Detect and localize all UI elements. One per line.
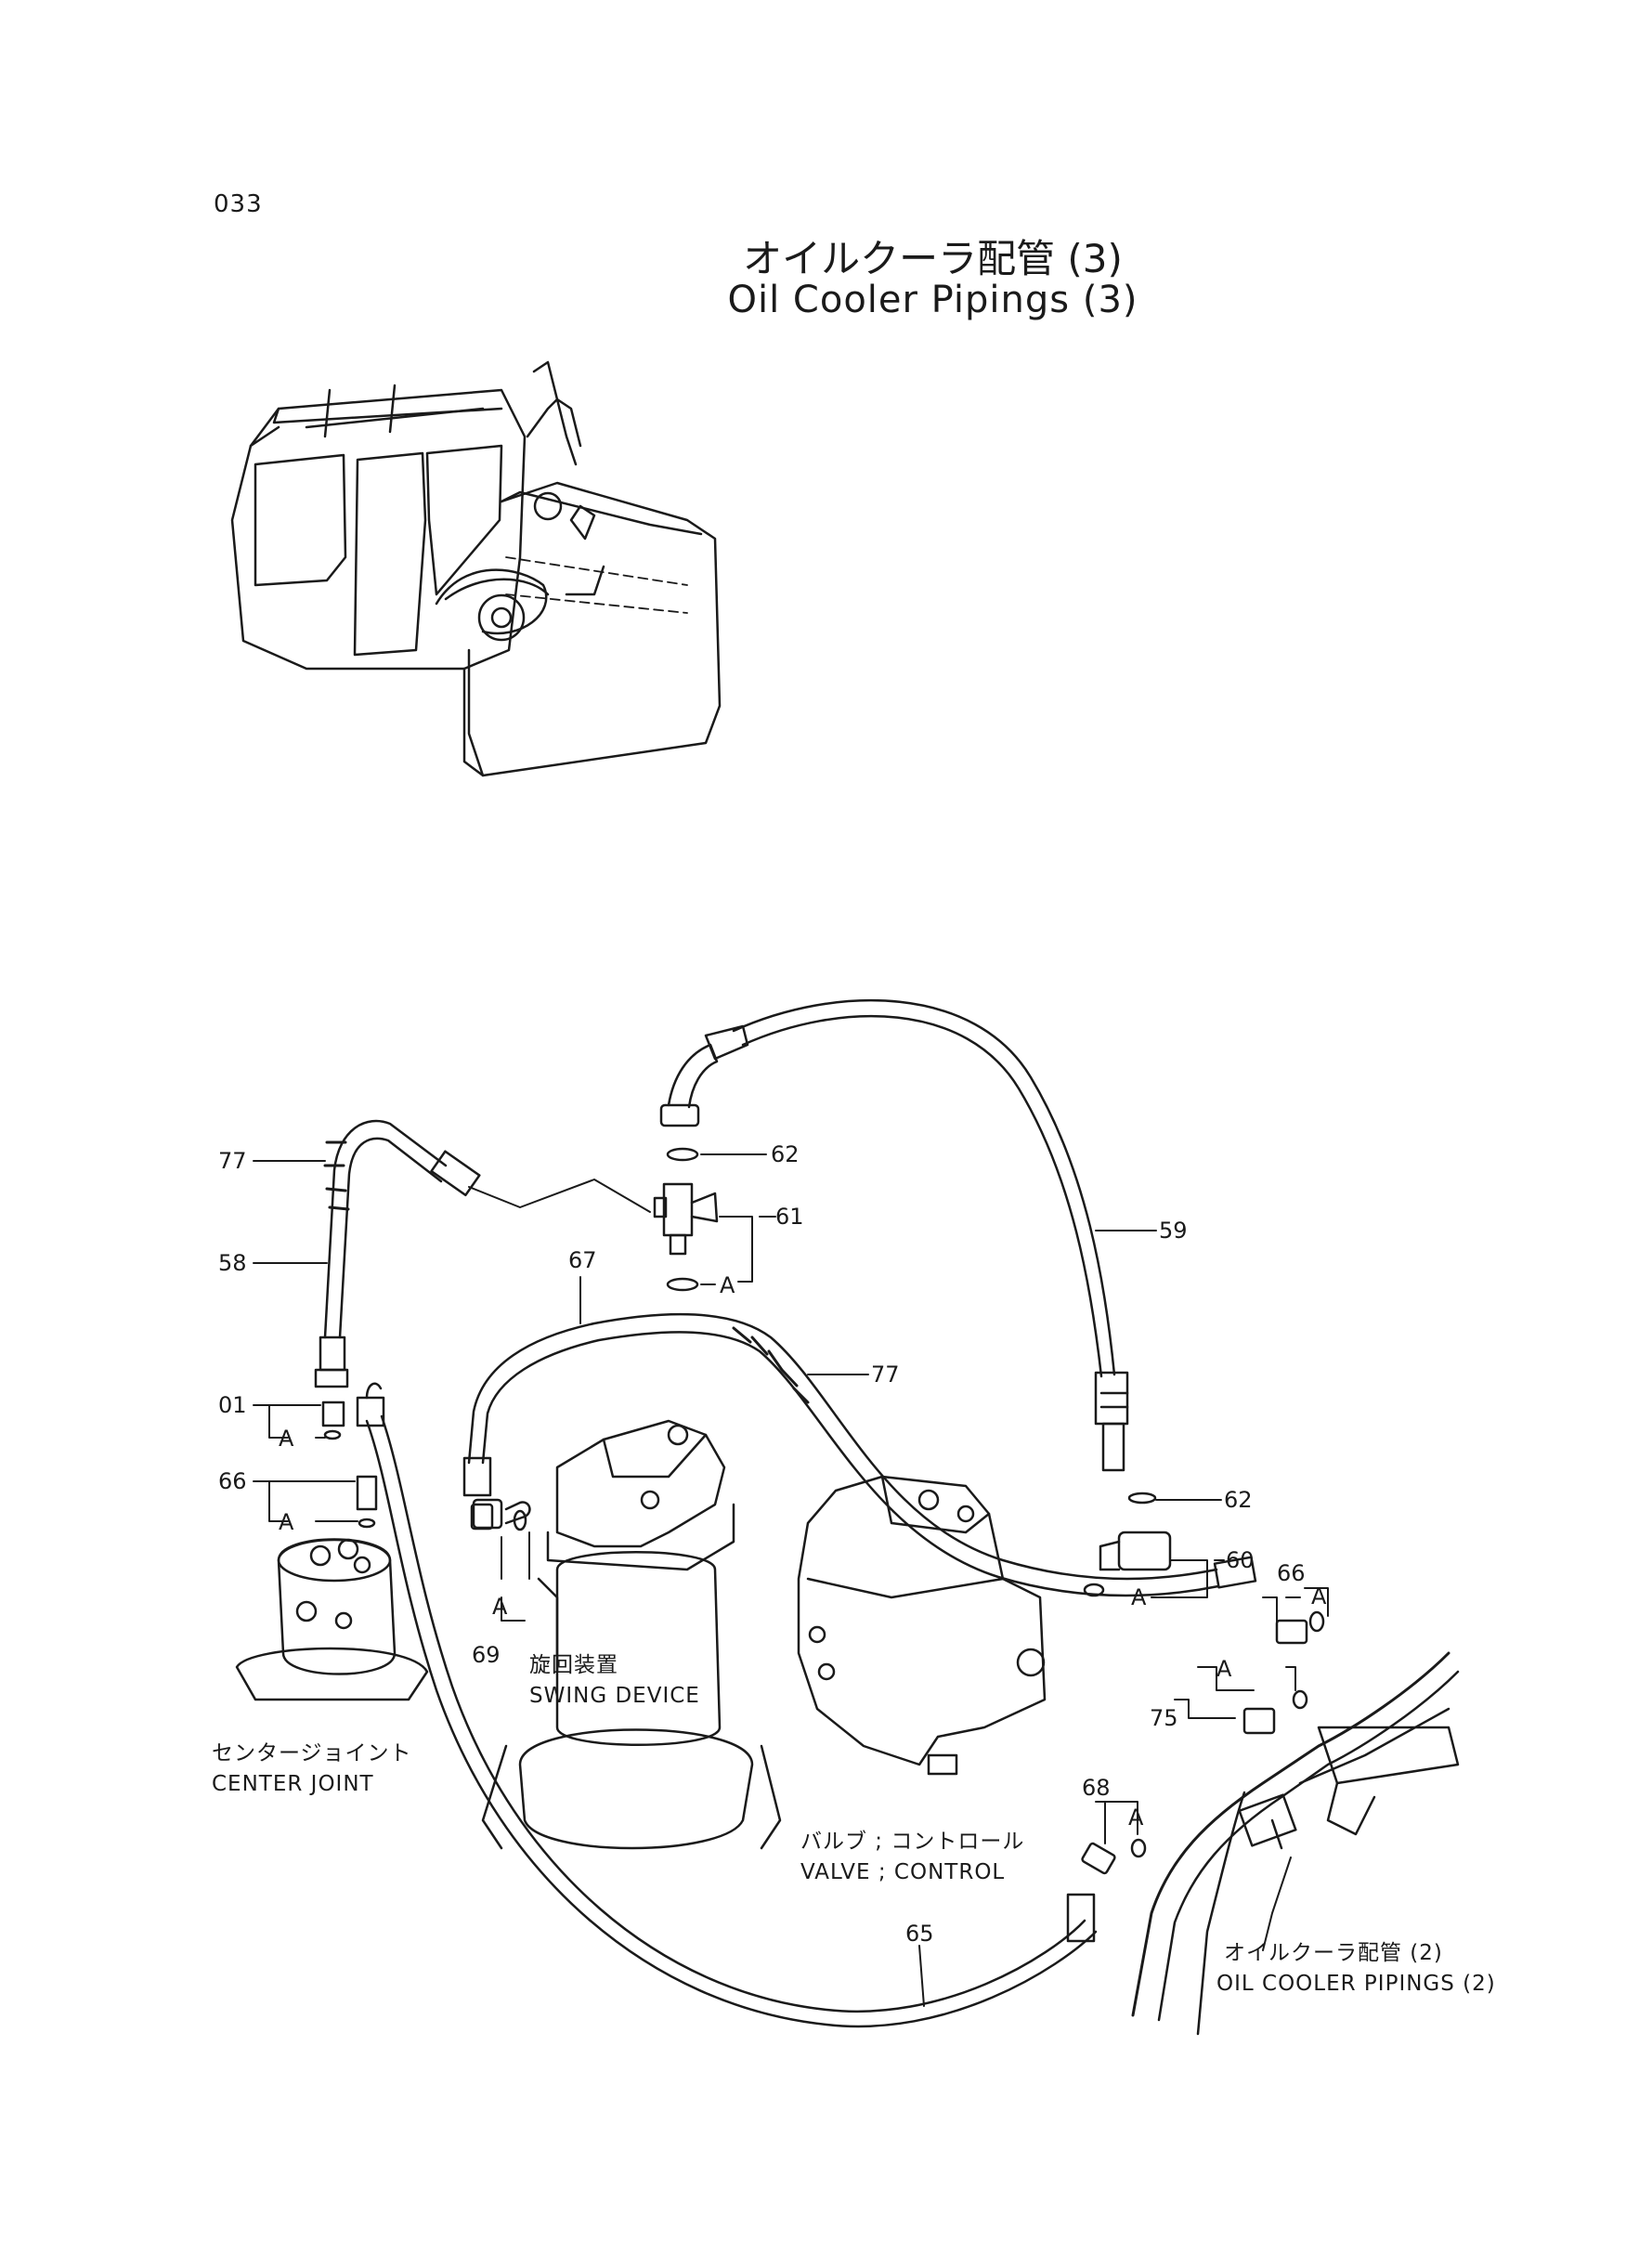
caption-oil-cooler-pipings-2-jp: オイルクーラ配管 (2) — [1224, 1941, 1443, 1965]
caption-control-valve-jp: バルブ ; コントロール — [800, 1830, 1024, 1854]
page-title-en: Oil Cooler Pipings (3) — [727, 279, 1138, 321]
caption-control-valve-en: VALVE ; CONTROL — [800, 1860, 1005, 1884]
hose-58 — [314, 1119, 651, 1388]
hose-65 — [356, 1382, 1098, 2028]
page-title-jp: オイルクーラ配管 (3) — [743, 236, 1123, 281]
callout-77-upper: 77 — [218, 1148, 247, 1174]
callout-labels: 77 58 01 A 66 A 62 61 A 67 77 59 62 60 A… — [218, 1141, 1327, 1947]
caption-center-joint-en: CENTER JOINT — [212, 1772, 374, 1796]
page-number: 033 — [214, 190, 263, 218]
seal-mark-a-66-right: A — [1311, 1583, 1327, 1609]
callout-75: 75 — [1150, 1705, 1178, 1731]
seal-mark-a-01: A — [279, 1426, 294, 1452]
callout-01: 01 — [218, 1392, 247, 1418]
callout-61: 61 — [775, 1204, 804, 1230]
callout-66-right: 66 — [1277, 1560, 1306, 1586]
excavator-overview-illustration — [230, 360, 722, 777]
caption-oil-cooler-pipings-2-en: OIL COOLER PIPINGS (2) — [1216, 1972, 1496, 1996]
callout-67: 67 — [568, 1247, 597, 1273]
control-valve-illustration — [797, 1475, 1047, 1776]
component-captions: 旋回装置 SWING DEVICE センタージョイント CENTER JOINT… — [212, 1653, 1496, 1996]
callout-60: 60 — [1226, 1547, 1255, 1573]
tee-fitting-61 — [653, 1182, 719, 1256]
seal-mark-a-69: A — [492, 1594, 508, 1620]
swing-device-illustration — [472, 1419, 782, 1850]
seal-mark-a-61: A — [720, 1272, 735, 1298]
callout-77-lower: 77 — [871, 1362, 900, 1388]
callout-58: 58 — [218, 1250, 247, 1276]
callout-65: 65 — [905, 1921, 934, 1947]
seal-mark-a-66: A — [279, 1509, 294, 1535]
caption-center-joint-jp: センタージョイント — [212, 1741, 412, 1765]
center-joint-illustration — [235, 1401, 429, 1701]
fittings-right — [470, 1503, 1325, 1875]
callout-66-left: 66 — [218, 1468, 247, 1494]
callout-62-upper: 62 — [771, 1141, 800, 1167]
callout-59: 59 — [1159, 1218, 1188, 1244]
seal-mark-a-60: A — [1131, 1584, 1147, 1610]
elbow-fitting-60 — [1083, 1492, 1172, 1597]
o-ring-62-upper — [666, 1147, 699, 1162]
oil-cooler-pipings-2-illustration — [1131, 1651, 1460, 2036]
seal-mark-a-68: A — [1128, 1804, 1144, 1831]
seal-mark-a-75: A — [1216, 1656, 1232, 1682]
caption-swing-device-jp: 旋回装置 — [529, 1653, 618, 1677]
o-ring-61-seal — [666, 1277, 699, 1292]
hose-59 — [659, 998, 1129, 1472]
hose-67 — [462, 1312, 1257, 1597]
callout-69: 69 — [472, 1642, 501, 1668]
caption-swing-device-en: SWING DEVICE — [529, 1684, 700, 1708]
leader-lines — [253, 1153, 1329, 2007]
callout-68: 68 — [1082, 1775, 1111, 1801]
callout-62-lower: 62 — [1224, 1487, 1253, 1513]
